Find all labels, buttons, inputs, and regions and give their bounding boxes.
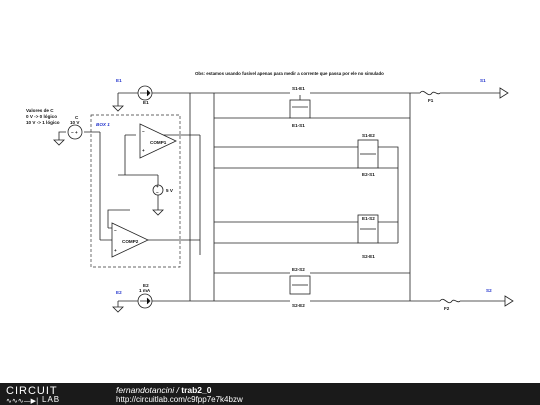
f1-label: F1 <box>428 98 434 103</box>
comp1-plus: + <box>142 148 145 153</box>
e1-source-label: E1 <box>143 100 149 105</box>
arrow-icon <box>140 89 151 97</box>
project-url[interactable]: http://circuitlab.com/c9fpp7e7k4bzw <box>116 395 243 404</box>
ground-icon <box>112 105 124 112</box>
wire-comp <box>84 131 200 241</box>
valores-line1: 0 V -> 0 lógico <box>26 114 57 119</box>
voltage-source-c <box>67 124 83 140</box>
separator: / <box>174 385 182 395</box>
arrow-icon <box>140 297 151 305</box>
t1-bot-label: E1-S1 <box>292 123 305 128</box>
t3-top-label: E1-S2 <box>362 216 375 221</box>
wire-e2-bus <box>118 273 505 302</box>
ground-icon <box>53 139 65 146</box>
circuitlab-logo[interactable]: CIRCUIT ∿∿∿—▶| LAB <box>6 385 90 405</box>
minus-sign: − <box>156 190 159 195</box>
s1-label: S1 <box>480 78 486 83</box>
wire-vbus <box>189 93 215 301</box>
fuse-f1 <box>419 90 441 96</box>
t4-top-label: E2-S2 <box>292 267 305 272</box>
f2-label: F2 <box>444 306 450 311</box>
logo-text-bottom: LAB <box>42 395 61 404</box>
transistor-s2-e2 <box>289 275 311 295</box>
wire-e1-bus <box>118 92 500 118</box>
comp1-minus: − <box>142 129 145 134</box>
valores-title: Valores de C <box>26 108 54 113</box>
author-name[interactable]: fernandotancini <box>116 385 175 395</box>
transistor-s1-e2 <box>357 139 379 169</box>
transistor-s2-e1 <box>357 214 379 244</box>
logo-text-top: CIRCUIT <box>6 385 58 397</box>
c-source-label: C <box>75 115 79 120</box>
s2-label: S2 <box>486 288 492 293</box>
voltage-source-5v <box>152 184 164 196</box>
project-name[interactable]: trab2_0 <box>181 385 212 395</box>
e2-node-label: E2 <box>116 290 122 295</box>
e1-node-label: E1 <box>116 78 122 83</box>
c-source-value: 10 V <box>70 120 80 125</box>
output-port-s2 <box>504 295 514 307</box>
note-text: Obs: estamos usando fusível apenas para … <box>195 71 384 76</box>
transistor-s1-e1 <box>289 95 311 119</box>
e2-source-value: 1 mA <box>139 288 151 293</box>
comp1-label: COMP1 <box>150 140 167 145</box>
t3-bot-label: S2-E1 <box>362 254 375 259</box>
t4-bot-label: S2-E2 <box>292 303 305 308</box>
v5-source-value: 5 V <box>166 188 174 193</box>
schematic-canvas: − + + − BOX 1 − + − + COMP1 COMP2 Obs: e… <box>26 71 514 313</box>
box-1-label: BOX 1 <box>96 122 110 127</box>
fuse-f2 <box>439 298 461 304</box>
wire-ground-c <box>58 131 66 140</box>
plus-minus-sign: − + <box>71 130 78 135</box>
t2-top-label: S1-E2 <box>362 133 375 138</box>
t2-bot-label: E2-S1 <box>362 172 375 177</box>
t1-top-label: S1-E1 <box>292 86 305 91</box>
wire-taps <box>214 117 411 274</box>
output-port-s1 <box>499 87 509 99</box>
waveform-icon: ∿∿∿—▶| <box>6 397 39 405</box>
ground-icon <box>152 209 164 216</box>
comp2-label: COMP2 <box>122 239 139 244</box>
comp2-minus: − <box>114 228 117 233</box>
plus-sign: + <box>156 184 159 189</box>
e2-source-label: E2 <box>143 283 149 288</box>
comparator-2 <box>111 222 149 258</box>
author-line: fernandotancini / trab2_0 <box>116 385 211 395</box>
ground-icon <box>112 306 124 313</box>
footer-bar: CIRCUIT ∿∿∿—▶| LAB fernandotancini / tra… <box>0 383 540 405</box>
comparator-1 <box>139 123 177 159</box>
valores-line2: 10 V -> 1 lógico <box>26 120 60 125</box>
box-1-outline <box>90 114 181 268</box>
comp2-plus: + <box>114 248 117 253</box>
